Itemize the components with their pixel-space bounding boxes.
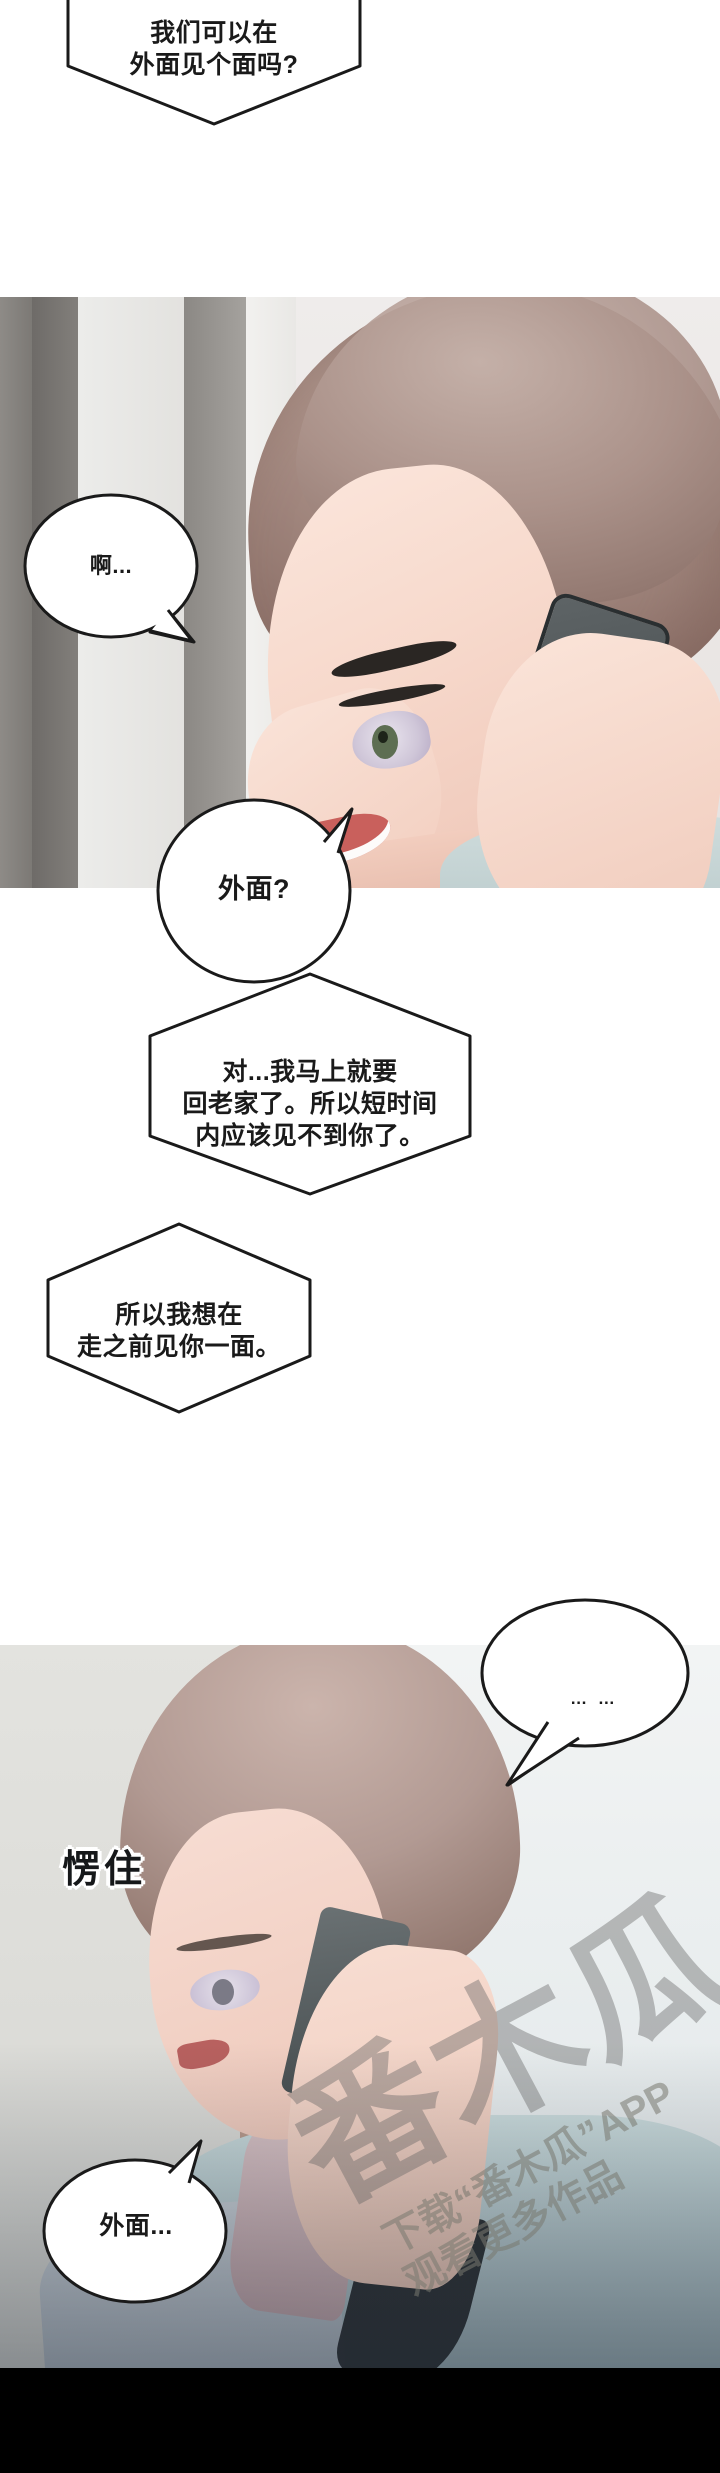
bubble-see-you-before-text: 所以我想在 走之前见你一面。 [76, 1301, 281, 1361]
bubble-outside-two: 外面... [38, 2139, 234, 2304]
bottom-black-strip [0, 2368, 720, 2473]
bubble-outside: 外面? [155, 796, 354, 984]
bubble-ah-text: 啊... [89, 552, 133, 578]
bubble-ellipsis: … … [480, 1595, 690, 1787]
bubble-meet-outside-text: 我们可以在 外面见个面吗? [129, 19, 299, 79]
bubble-ah: 啊... [22, 492, 200, 644]
sfx-stunned: 愣住 [62, 1849, 147, 1891]
panel-dialogue-2: 对...我马上就要 回老家了。所以短时间 内应该见不到你了。 所以我想在 走之前… [0, 888, 720, 1645]
panel-dialogue-1: 我们可以在 外面见个面吗? [0, 0, 720, 297]
bubble-going-home-text: 对...我马上就要 回老家了。所以短时间 内应该见不到你了。 [182, 1058, 438, 1150]
character-pupil [372, 725, 398, 759]
bubble-see-you-before: 所以我想在 走之前见你一面。 [46, 1222, 312, 1414]
character-pupil [212, 1979, 234, 2005]
bubble-meet-outside: 我们可以在 外面见个面吗? [66, 0, 362, 126]
bubble-outside-two-text: 外面... [99, 2212, 173, 2240]
bubble-ellipsis-text: … … [570, 1689, 618, 1709]
hallway-wall-strip [0, 297, 32, 888]
bubble-outside-text: 外面? [218, 873, 290, 904]
hallway-wall-strip [184, 297, 246, 888]
bubble-going-home: 对...我马上就要 回老家了。所以短时间 内应该见不到你了。 [148, 972, 472, 1196]
